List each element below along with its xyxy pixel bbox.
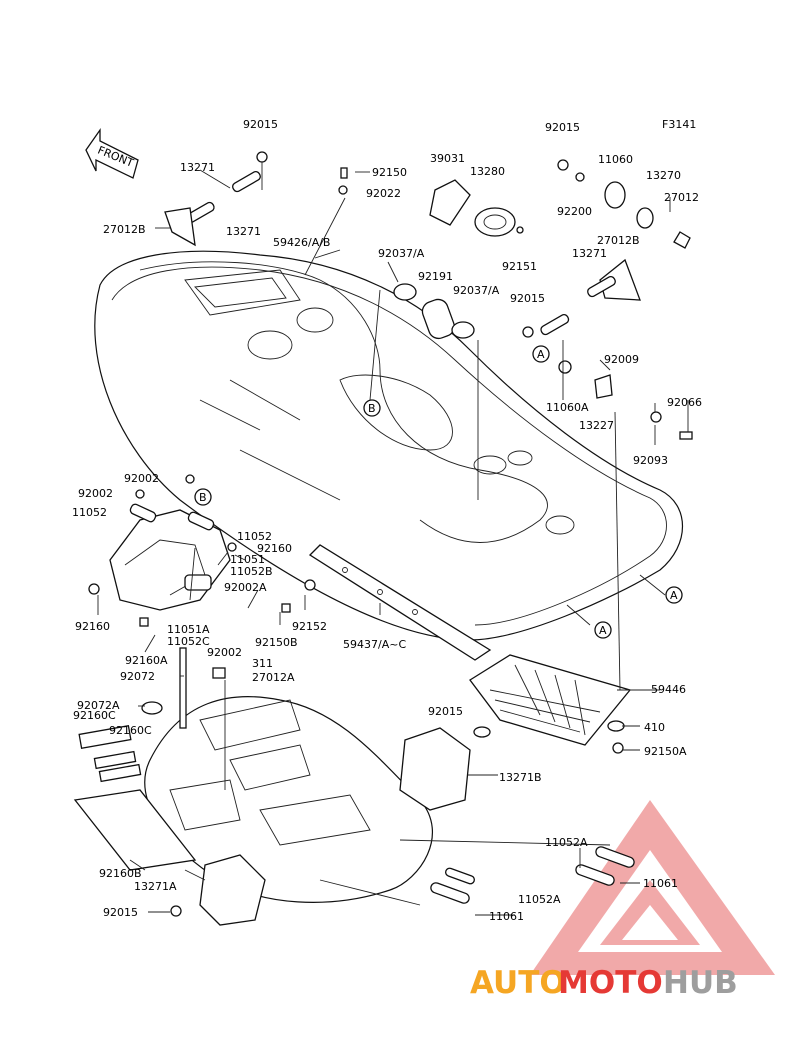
label-11052-a: 11052	[72, 506, 107, 519]
label-92150b: 92150B	[255, 636, 298, 649]
callout-markers: A B B A A	[194, 345, 683, 639]
label-59446: 59446	[651, 683, 686, 696]
label-11061-b: 11061	[489, 910, 524, 923]
label-92160-b: 92160	[75, 620, 110, 633]
label-92200: 92200	[557, 205, 592, 218]
callout-a-2: A	[670, 589, 678, 602]
watermark-hub: HUB	[663, 965, 738, 1001]
watermark-logo	[530, 800, 775, 975]
label-92066: 92066	[667, 396, 702, 409]
label-410: 410	[644, 721, 665, 734]
label-13271-b: 13271	[226, 225, 261, 238]
callout-a-1: A	[537, 348, 545, 361]
label-11052c: 11052C	[167, 635, 210, 648]
label-27012b-right: 27012B	[597, 234, 640, 247]
label-92093: 92093	[633, 454, 668, 467]
label-27012a: 27012A	[252, 671, 295, 684]
label-11060a: 11060A	[546, 401, 589, 414]
label-92022: 92022	[366, 187, 401, 200]
label-27012b-left: 27012B	[103, 223, 146, 236]
label-11052a-a: 11052A	[545, 836, 588, 849]
label-13270: 13270	[646, 169, 681, 182]
label-92015-low: 92015	[428, 705, 463, 718]
label-92002a: 92002A	[224, 581, 267, 594]
label-13271b: 13271B	[499, 771, 542, 784]
label-92151: 92151	[502, 260, 537, 273]
label-92002-b: 92002	[78, 487, 113, 500]
label-92160c-b: 92160C	[109, 724, 152, 737]
label-11060: 11060	[598, 153, 633, 166]
label-13271a: 13271A	[134, 880, 177, 893]
label-311: 311	[252, 657, 273, 670]
label-92037-a: 92037/A	[378, 247, 425, 260]
leader-lines	[97, 162, 689, 916]
top-parts	[164, 151, 693, 440]
watermark-text: AUTO MOTO HUB	[470, 965, 738, 1001]
callout-b-1: B	[368, 402, 376, 415]
label-11051a: 11051A	[167, 623, 210, 636]
front-arrow-icon: FRONT	[85, 127, 139, 179]
label-92160a: 92160A	[125, 654, 168, 667]
label-92015-top-right: 92015	[545, 121, 580, 134]
label-92009: 92009	[604, 353, 639, 366]
label-59426: 59426/A/B	[273, 236, 330, 249]
callout-a-3: A	[599, 624, 607, 637]
label-92191: 92191	[418, 270, 453, 283]
pads	[73, 647, 471, 926]
bracket-assembly	[88, 474, 291, 627]
label-92072a: 92072A	[77, 699, 120, 712]
label-11052b: 11052B	[230, 565, 273, 578]
label-11061-a: 11061	[643, 877, 678, 890]
part-labels: F3141 92015 92015 13271 13271 27012B 921…	[72, 118, 702, 923]
rail-strip	[304, 544, 492, 661]
label-92160-a: 92160	[257, 542, 292, 555]
figure-code: F3141	[662, 118, 696, 131]
pins	[430, 846, 635, 904]
label-11051: 11051	[230, 553, 265, 566]
label-11052a-b: 11052A	[518, 893, 561, 906]
label-27012: 27012	[664, 191, 699, 204]
label-13271-c: 13271	[572, 247, 607, 260]
label-92150a: 92150A	[644, 745, 687, 758]
label-92152: 92152	[292, 620, 327, 633]
label-59437: 59437/A~C	[343, 638, 406, 651]
label-92002-a: 92002	[124, 472, 159, 485]
label-92015-mid: 92015	[510, 292, 545, 305]
watermark-moto: MOTO	[558, 965, 663, 1001]
grate-plate	[469, 654, 632, 754]
hull-assembly	[94, 250, 683, 641]
label-92002-c: 92002	[207, 646, 242, 659]
label-11052-b: 11052	[237, 530, 272, 543]
label-92015-top: 92015	[243, 118, 278, 131]
label-92160b: 92160B	[99, 867, 142, 880]
label-92072: 92072	[120, 670, 155, 683]
label-13280: 13280	[470, 165, 505, 178]
watermark-auto: AUTO	[470, 965, 566, 1001]
label-92015-bottom: 92015	[103, 906, 138, 919]
callout-b-2: B	[199, 491, 207, 504]
label-39031: 39031	[430, 152, 465, 165]
label-92160c-a: 92160C	[73, 709, 116, 722]
label-92150-top: 92150	[372, 166, 407, 179]
label-92037-b: 92037/A	[453, 284, 500, 297]
label-13227: 13227	[579, 419, 614, 432]
label-13271-a: 13271	[180, 161, 215, 174]
